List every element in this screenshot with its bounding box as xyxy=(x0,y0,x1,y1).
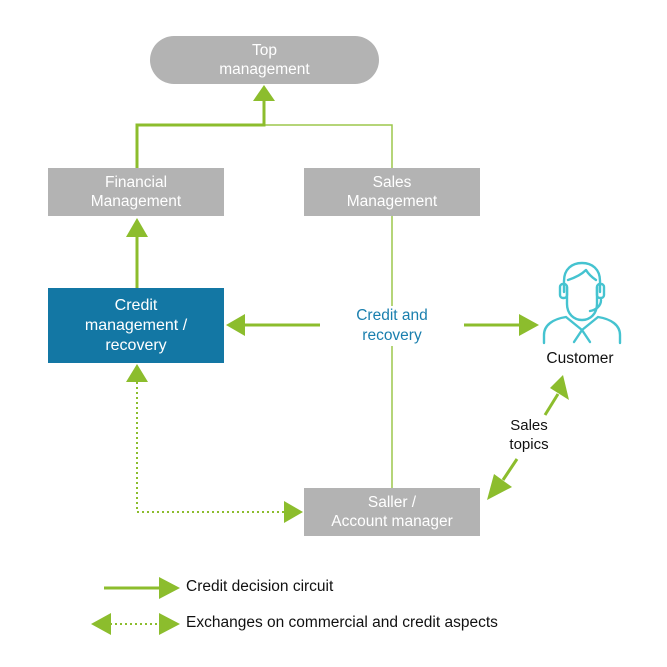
credit-and-recovery-label: Credit and recovery xyxy=(322,306,462,346)
sales-management-box: Sales Management xyxy=(304,168,480,216)
sales-topics-label: Sales topics xyxy=(494,416,564,454)
arrowhead-left-credit xyxy=(226,314,245,336)
financial-management-line-1: Financial xyxy=(104,174,168,191)
arrowhead-up-financial xyxy=(126,218,148,237)
credit-management-line-1: Credit xyxy=(114,296,158,314)
top-management-box: Top management xyxy=(150,36,379,84)
sales-line xyxy=(264,124,393,488)
credit-management-line-2: management / xyxy=(84,316,188,334)
financial-management-box: Financial Management xyxy=(48,168,224,216)
arrowhead-dotted-right xyxy=(284,501,303,523)
arrowhead-to-customer xyxy=(550,375,569,400)
credit-and-recovery-line-2: recovery xyxy=(362,327,422,344)
saller-line-2: Account manager xyxy=(331,513,453,530)
saller-box: Saller / Account manager xyxy=(304,488,480,536)
financial-management-line-2: Management xyxy=(90,193,182,210)
dotted-exchange-path xyxy=(136,382,285,513)
customer-label: Customer xyxy=(546,350,614,367)
credit-and-recovery-line-1: Credit and xyxy=(356,307,428,324)
sales-topics-line-upper xyxy=(543,393,560,416)
credit-management-line-3: recovery xyxy=(105,336,167,354)
legend-dotted-label: Exchanges on commercial and credit aspec… xyxy=(186,614,498,631)
sales-management-line-1: Sales xyxy=(372,174,412,191)
arrowhead-right-customer xyxy=(519,314,539,336)
legend-dotted-arrow xyxy=(91,613,180,635)
saller-line-1: Saller / xyxy=(367,494,417,511)
customer-icon xyxy=(542,261,622,345)
financial-to-top-connector xyxy=(135,101,266,168)
sales-topics-line-2: topics xyxy=(509,436,549,453)
top-management-line-2: management xyxy=(219,61,310,78)
arrowhead-to-saller xyxy=(487,474,512,500)
top-management-line-1: Top xyxy=(252,42,277,59)
sales-topics-line-1: Sales xyxy=(510,417,548,434)
sales-topics-line-lower xyxy=(501,458,519,481)
sales-management-line-2: Management xyxy=(346,193,438,210)
legend-solid-label: Credit decision circuit xyxy=(186,578,334,595)
credit-management-box: Credit management / recovery xyxy=(48,288,224,363)
arrowhead-up-top xyxy=(253,85,275,101)
arrowhead-dotted-up xyxy=(126,364,148,382)
legend-solid-arrow xyxy=(104,577,180,599)
